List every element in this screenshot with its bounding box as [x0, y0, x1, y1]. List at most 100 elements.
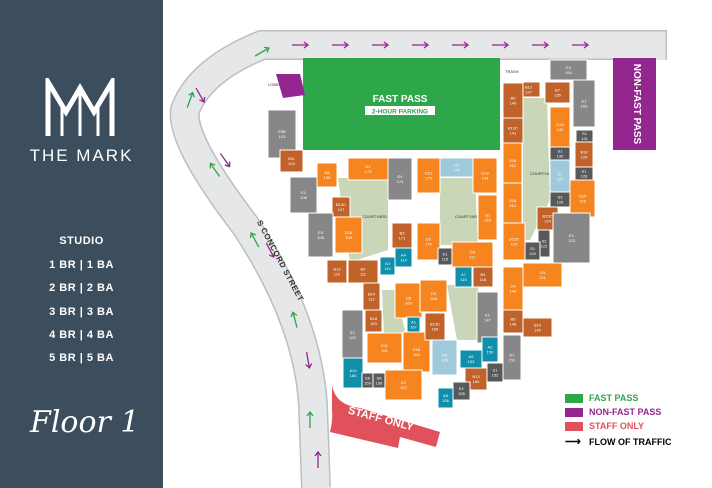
- unit-154[interactable]: [549, 59, 588, 81]
- brand-name: THE MARK: [29, 146, 134, 165]
- unit-110[interactable]: [326, 259, 348, 284]
- courtyard-label: COURTYARD: [530, 171, 555, 176]
- traffic-arrow-icon: [219, 153, 231, 168]
- unit-151[interactable]: [502, 334, 522, 381]
- key-staff-only: STAFF ONLY: [565, 421, 644, 431]
- unit-174[interactable]: [387, 157, 413, 201]
- traffic-arrow-icon: [254, 46, 270, 57]
- traffic-arrow-icon: [314, 450, 322, 468]
- unit-171[interactable]: [391, 222, 413, 249]
- non-fast-pass-label: NON-FAST PASS: [631, 64, 642, 145]
- key-fast-pass: FAST PASS: [565, 393, 638, 403]
- traffic-arrow-icon: [249, 231, 260, 248]
- unit-157[interactable]: [384, 369, 423, 401]
- unit-120[interactable]: [524, 241, 541, 261]
- unit-118[interactable]: [472, 266, 494, 288]
- traffic-arrow-icon: [572, 41, 590, 49]
- unit-156[interactable]: [437, 387, 454, 409]
- traffic-arrow-icon: [306, 410, 314, 428]
- unit-168[interactable]: [419, 279, 448, 313]
- unit-121[interactable]: [522, 262, 563, 288]
- fast-pass-label: FAST PASS: [373, 94, 428, 105]
- unit-108[interactable]: [307, 212, 334, 258]
- traffic-arrow-icon: [209, 162, 221, 177]
- unit-117[interactable]: [451, 241, 494, 268]
- unit-145[interactable]: [477, 194, 498, 241]
- courtyard-label: COURTYARD: [455, 214, 480, 219]
- unit-165[interactable]: [431, 339, 458, 376]
- unit-123[interactable]: [552, 212, 591, 264]
- unit-104[interactable]: [279, 149, 304, 173]
- unit-163[interactable]: [364, 309, 383, 333]
- unit-170[interactable]: [416, 222, 441, 261]
- key-non-fast-pass: NON-FAST PASS: [565, 407, 661, 417]
- unit-125[interactable]: [569, 179, 596, 218]
- unit-143[interactable]: [472, 157, 498, 194]
- unit-161[interactable]: [366, 332, 403, 364]
- unit-109[interactable]: [334, 216, 363, 254]
- unit-149[interactable]: [522, 317, 553, 338]
- lobby: [276, 74, 305, 98]
- unit-105[interactable]: [316, 162, 338, 188]
- traffic-arrow-icon: [305, 352, 313, 369]
- unit-116[interactable]: [454, 266, 473, 288]
- legend-studio: STUDIO: [59, 235, 104, 247]
- courtyard-east: [523, 98, 550, 240]
- key-flow-of-traffic: ⟶FLOW OF TRAFFIC: [565, 436, 672, 448]
- traffic-arrow-icon: [372, 41, 390, 49]
- courtyard-right: [440, 178, 478, 245]
- unit-135[interactable]: [544, 81, 571, 104]
- traffic-arrow-icon: [186, 91, 195, 108]
- side-panel: THE MARK STUDIO 1 BR | 1 BA 2 BR | 2 BA …: [0, 0, 163, 488]
- unit-153[interactable]: [572, 79, 596, 128]
- unit-106[interactable]: [289, 176, 318, 214]
- staff-only-lot: [330, 385, 440, 448]
